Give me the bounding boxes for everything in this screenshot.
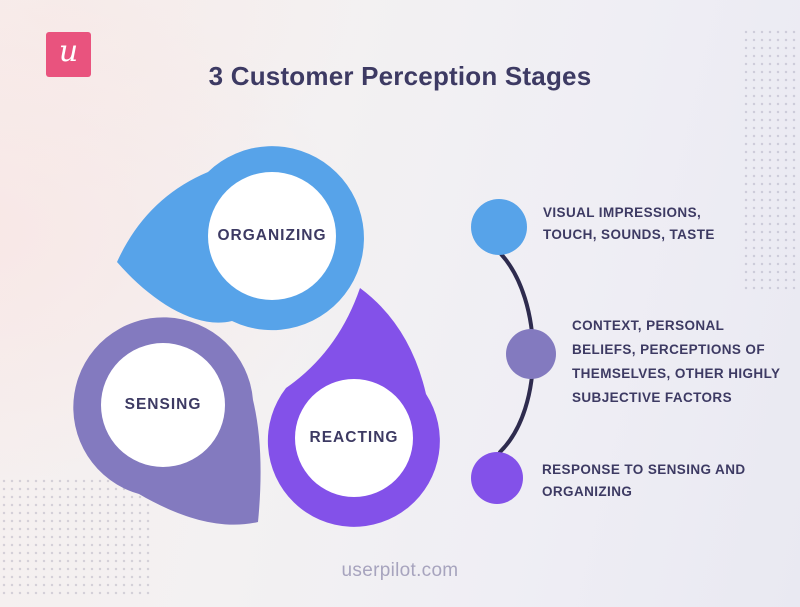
logo-letter: u — [58, 33, 79, 69]
pin-sensing-inner-circle — [101, 343, 225, 467]
legend-text-2-line-1: CONTEXT, PERSONAL — [572, 318, 725, 333]
page-title: 3 Customer Perception Stages — [208, 61, 592, 92]
legend-text-3-line-1: RESPONSE TO SENSING AND — [542, 462, 746, 477]
legend-text-2: CONTEXT, PERSONAL BELIEFS, PERCEPTIONS O… — [572, 314, 780, 410]
legend-bullet-reacting — [471, 452, 523, 504]
pin-label-reacting: REACTING — [309, 429, 399, 446]
legend-text-3-line-2: ORGANIZING — [542, 484, 633, 499]
legend-text-2-line-4: SUBJECTIVE FACTORS — [572, 390, 732, 405]
legend-text-1: VISUAL IMPRESSIONS, TOUCH, SOUNDS, TASTE — [543, 202, 715, 246]
legend-bullet-sensing — [471, 199, 527, 255]
pin-label-sensing: SENSING — [124, 396, 202, 413]
legend-bullet-organizing — [506, 329, 556, 379]
dot-grid-bottom-left — [0, 477, 150, 595]
pin-reacting-inner-circle — [295, 379, 413, 497]
legend-text-1-line-2: TOUCH, SOUNDS, TASTE — [543, 227, 715, 242]
website-footer: userpilot.com — [341, 560, 459, 581]
legend-text-3: RESPONSE TO SENSING AND ORGANIZING — [542, 459, 746, 503]
legend-text-2-line-2: BELIEFS, PERCEPTIONS OF — [572, 342, 765, 357]
pin-organizing-inner-circle — [208, 172, 336, 300]
legend-text-2-line-3: THEMSELVES, OTHER HIGHLY — [572, 366, 781, 381]
pin-label-organizing: ORGANIZING — [217, 227, 327, 244]
dot-grid-top-right — [742, 28, 800, 294]
userpilot-logo: u — [46, 32, 91, 77]
legend-text-1-line-1: VISUAL IMPRESSIONS, — [543, 205, 702, 220]
